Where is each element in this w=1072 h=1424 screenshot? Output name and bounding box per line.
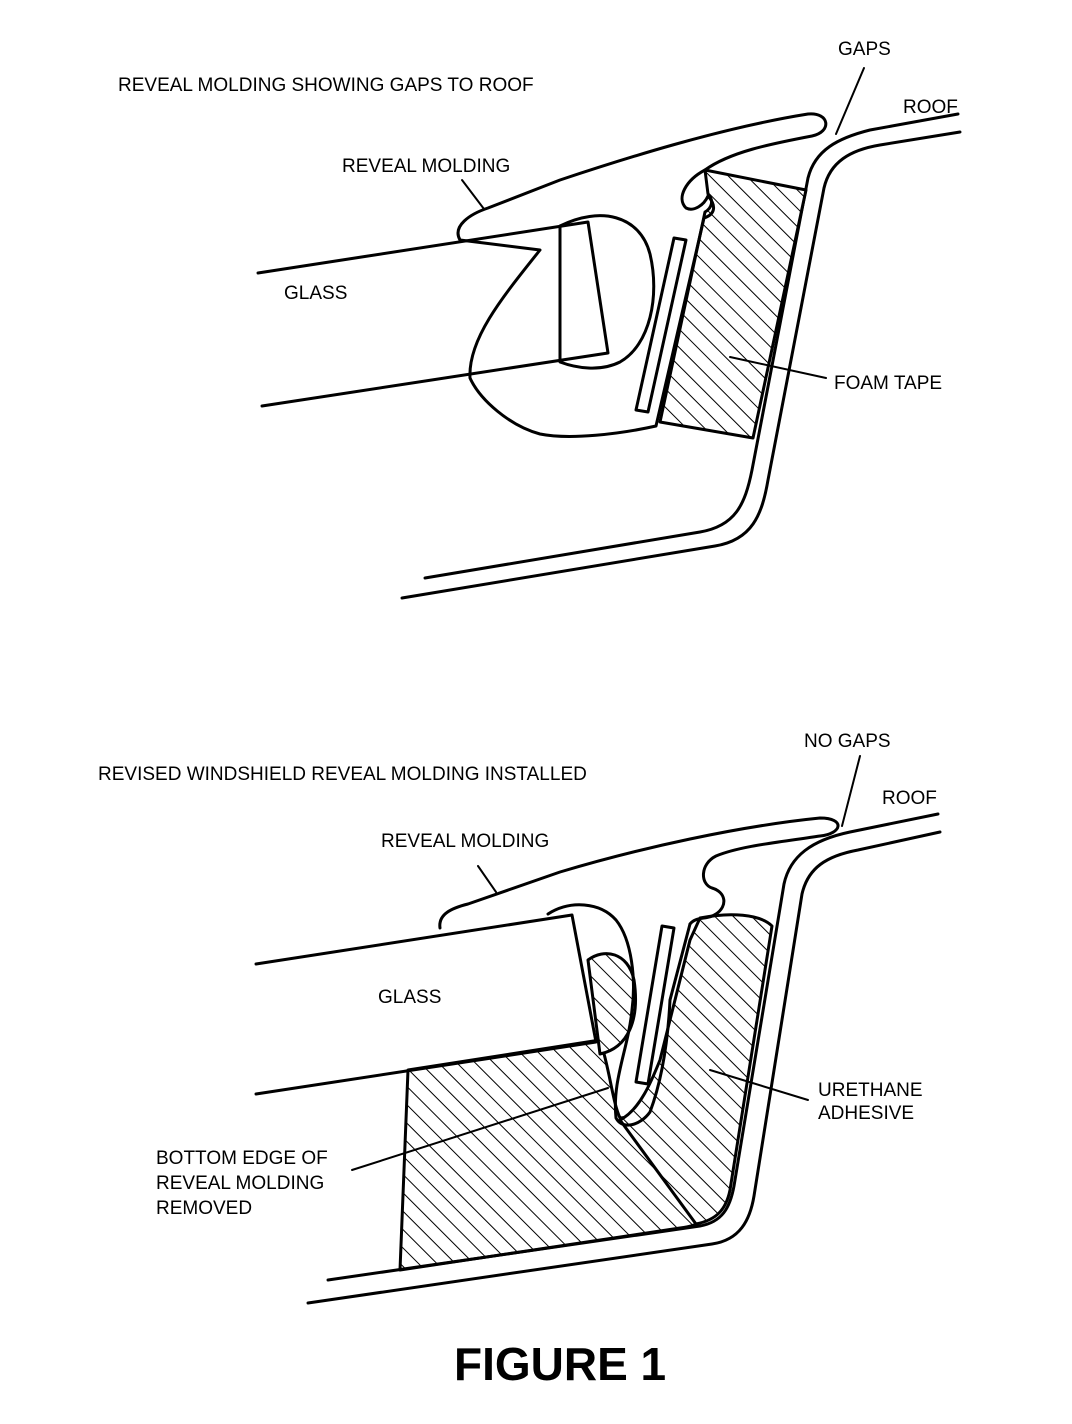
top-insert-strip xyxy=(634,236,688,414)
bottom-edge-label-2: REVEAL MOLDING xyxy=(156,1173,324,1194)
bottom-caption: REVISED WINDSHIELD REVEAL MOLDING INSTAL… xyxy=(98,764,587,785)
bottom-roof-outer xyxy=(326,812,940,1282)
bottom-reveal-molding xyxy=(438,816,840,930)
bottom-urethane-leader xyxy=(709,1069,809,1101)
top-foam-label: FOAM TAPE xyxy=(834,373,942,394)
bottom-edge-label-3: REMOVED xyxy=(156,1198,252,1219)
top-gaps-label: GAPS xyxy=(838,39,891,60)
bottom-urethane-label-1: URETHANE xyxy=(818,1080,923,1101)
bottom-insert-strip xyxy=(634,924,676,1086)
bottom-urethane-upper xyxy=(618,913,774,1226)
top-molding-cavity xyxy=(558,214,656,370)
top-roof-label: ROOF xyxy=(903,97,958,118)
top-reveal-label: REVEAL MOLDING xyxy=(342,156,510,177)
top-roof-inner xyxy=(400,130,962,600)
top-roof-outer xyxy=(423,112,960,580)
top-glass-label: GLASS xyxy=(284,283,347,304)
figure-title: FIGURE 1 xyxy=(454,1338,666,1390)
bottom-reveal-label: REVEAL MOLDING xyxy=(381,831,549,852)
top-glass xyxy=(256,220,610,408)
bottom-glass xyxy=(254,913,598,1096)
top-reveal-leader xyxy=(461,179,485,210)
bottom-edge-leader xyxy=(351,1087,609,1171)
bottom-urethane-label-2: ADHESIVE xyxy=(818,1103,914,1124)
bottom-roof-inner xyxy=(306,830,942,1305)
top-panel: REVEAL MOLDING SHOWING GAPS TO ROOF GAPS… xyxy=(118,39,962,600)
bottom-molding-hook xyxy=(546,903,692,1127)
bottom-panel: REVISED WINDSHIELD REVEAL MOLDING INSTAL… xyxy=(98,731,942,1305)
top-gaps-leader xyxy=(835,67,865,135)
bottom-roof-label: ROOF xyxy=(882,788,937,809)
top-caption: REVEAL MOLDING SHOWING GAPS TO ROOF xyxy=(118,75,534,96)
bottom-nogaps-leader xyxy=(841,755,861,827)
bottom-edge-label-1: BOTTOM EDGE OF xyxy=(156,1148,328,1169)
bottom-nogaps-label: NO GAPS xyxy=(804,731,891,752)
bottom-reveal-leader xyxy=(477,865,497,893)
top-foam-leader xyxy=(729,356,827,379)
top-reveal-molding xyxy=(456,112,828,438)
bottom-glass-label: GLASS xyxy=(378,987,441,1008)
